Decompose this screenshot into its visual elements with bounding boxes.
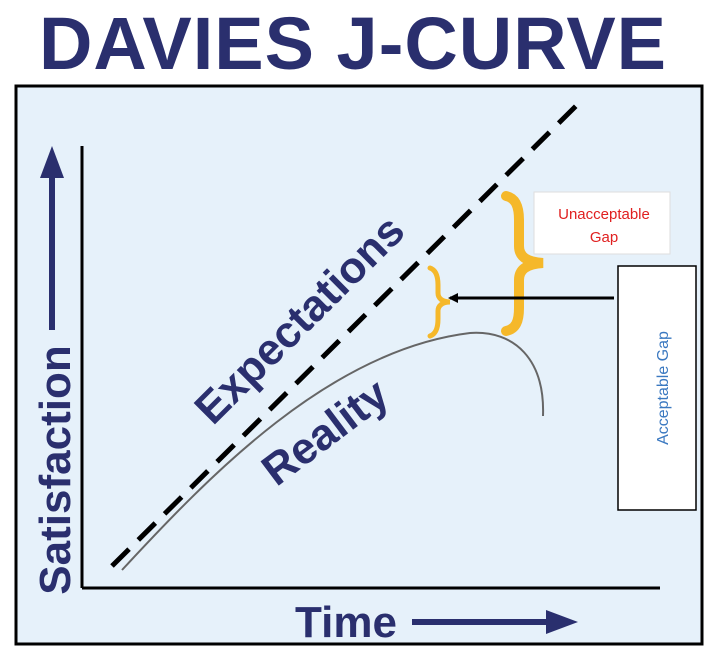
unacceptable-gap-box <box>533 191 671 255</box>
reality-curve <box>121 331 545 571</box>
y-axis-arrow-head <box>40 146 64 178</box>
x-axis-arrow-head <box>546 610 578 634</box>
unacceptable-gap-brace <box>501 191 544 336</box>
acceptable-gap-box <box>617 265 697 511</box>
page-title: DAVIES J-CURVE <box>38 2 668 85</box>
y-axis-label: Satisfaction <box>31 345 80 594</box>
unacceptable-gap-label-line1: Unacceptable <box>558 206 650 223</box>
acceptable-gap-label: Acceptable Gap <box>655 331 672 445</box>
unacceptable-gap-label-line2: Gap <box>590 229 618 246</box>
x-axis-label: Time <box>295 598 397 647</box>
